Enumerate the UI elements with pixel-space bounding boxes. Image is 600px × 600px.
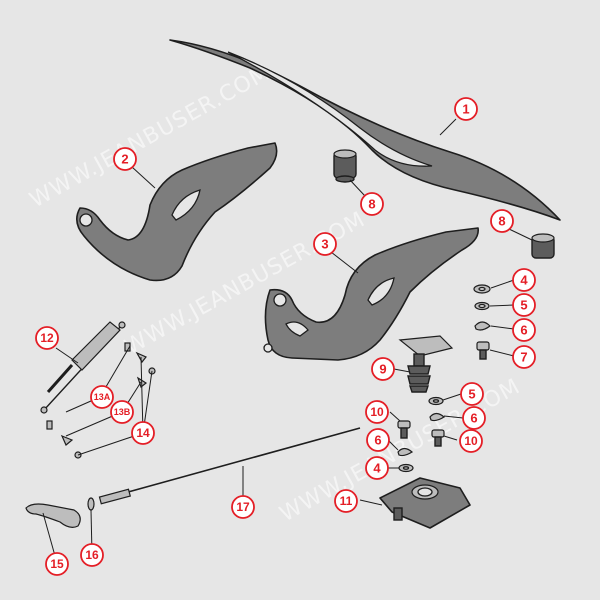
svg-text:13B: 13B <box>114 407 131 417</box>
svg-text:8: 8 <box>368 197 375 212</box>
callout-10: 10 <box>459 429 483 453</box>
svg-text:14: 14 <box>136 426 150 440</box>
svg-text:10: 10 <box>464 434 478 448</box>
callout-2: 2 <box>113 147 137 171</box>
part-lock-washer <box>474 301 490 311</box>
svg-text:15: 15 <box>50 557 64 571</box>
part-hood-striker <box>398 335 454 393</box>
svg-text:2: 2 <box>121 152 128 167</box>
callout-12: 12 <box>35 326 59 350</box>
callout-4: 4 <box>365 456 389 480</box>
part-circlip <box>397 447 414 457</box>
svg-text:3: 3 <box>321 237 328 252</box>
part-hood-lid <box>169 39 561 221</box>
callout-1: 1 <box>454 97 478 121</box>
svg-text:17: 17 <box>236 500 250 514</box>
part-hood-lock <box>379 477 471 529</box>
part-rubber-buffer <box>531 233 555 259</box>
svg-text:5: 5 <box>520 298 527 313</box>
callout-8: 8 <box>490 209 514 233</box>
callout-15: 15 <box>45 552 69 576</box>
part-washer <box>398 463 414 473</box>
part-gas-strut <box>40 321 126 414</box>
svg-text:5: 5 <box>468 387 475 402</box>
svg-text:4: 4 <box>520 273 528 288</box>
callout-6: 6 <box>462 406 486 430</box>
svg-text:6: 6 <box>520 323 527 338</box>
callout-8: 8 <box>360 192 384 216</box>
svg-text:10: 10 <box>370 405 384 419</box>
callout-6: 6 <box>512 318 536 342</box>
part-bolt <box>431 429 445 447</box>
svg-text:7: 7 <box>520 350 527 365</box>
callout-9: 9 <box>371 357 395 381</box>
part-washer <box>473 284 491 294</box>
part-rubber-buffer <box>333 149 357 183</box>
svg-text:8: 8 <box>498 214 505 229</box>
callout-7: 7 <box>512 345 536 369</box>
svg-text:9: 9 <box>379 362 386 377</box>
part-bolt <box>397 420 411 439</box>
part-bolt <box>476 341 490 360</box>
callout-14: 14 <box>131 421 155 445</box>
svg-text:13A: 13A <box>94 392 111 402</box>
svg-text:16: 16 <box>85 548 99 562</box>
callout-13b: 13B <box>110 400 134 424</box>
svg-text:6: 6 <box>374 433 381 448</box>
callout-6: 6 <box>366 428 390 452</box>
svg-text:11: 11 <box>340 494 353 508</box>
callout-3: 3 <box>313 232 337 256</box>
svg-text:1: 1 <box>462 102 469 117</box>
callout-5: 5 <box>512 293 536 317</box>
callout-11: 11 <box>334 489 358 513</box>
part-hinge-arm-left <box>76 142 278 282</box>
part-release-lever <box>25 503 81 528</box>
part-circlip <box>474 321 491 331</box>
svg-text:4: 4 <box>373 461 381 476</box>
part-clip <box>87 497 95 511</box>
svg-text:6: 6 <box>470 411 477 426</box>
part-release-cable <box>98 427 361 505</box>
callout-13a: 13A <box>90 385 114 409</box>
part-washer <box>428 396 444 406</box>
callout-17: 17 <box>231 495 255 519</box>
callout-4: 4 <box>512 268 536 292</box>
svg-text:12: 12 <box>40 331 54 345</box>
callout-10: 10 <box>365 400 389 424</box>
part-hinge-arm-right <box>263 227 479 361</box>
part-circlip <box>429 412 446 422</box>
callout-16: 16 <box>80 543 104 567</box>
callout-5: 5 <box>460 382 484 406</box>
